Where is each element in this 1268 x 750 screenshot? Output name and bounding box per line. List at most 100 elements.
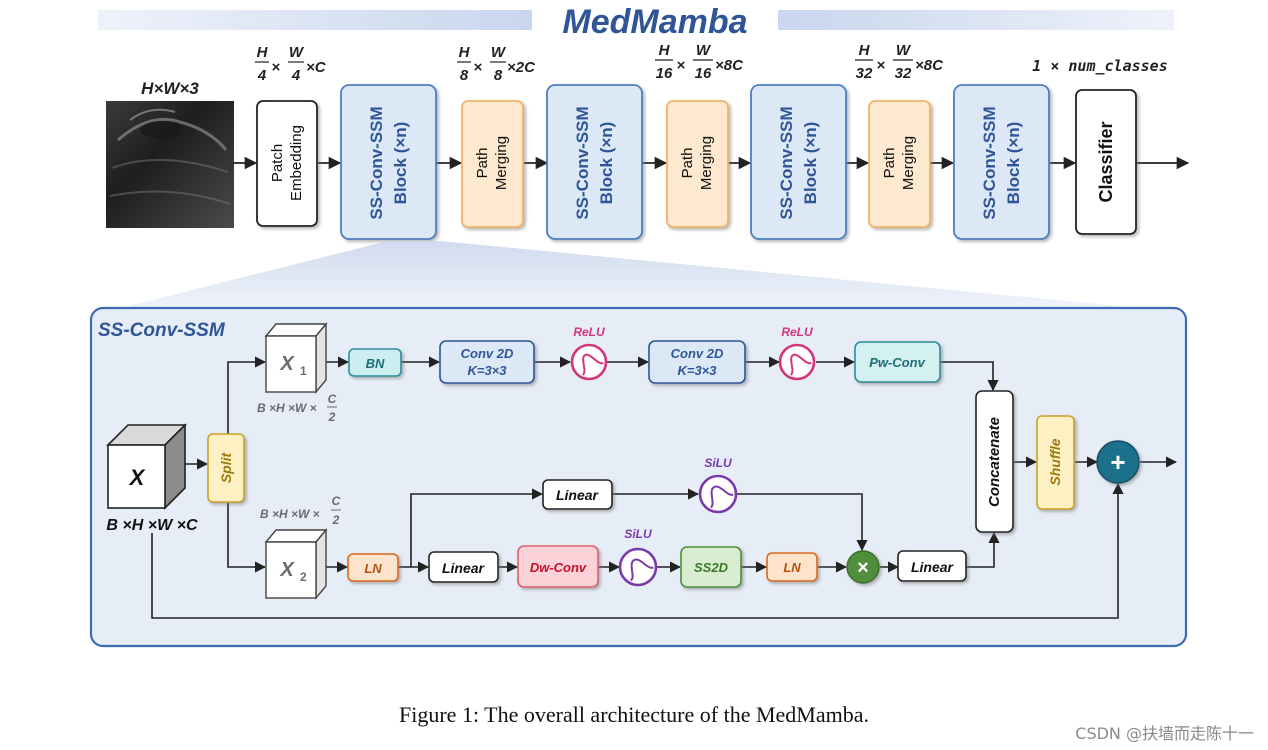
- conv2d-1-kernel: K=3×3: [467, 363, 507, 378]
- x1-dim-label: B ×H ×W × C 2: [257, 392, 337, 424]
- x2-dim-label: B ×H ×W × C 2: [260, 494, 341, 527]
- silu-top-label: SiLU: [704, 456, 732, 470]
- path-merging-2-label-2: Merging: [698, 136, 715, 190]
- ss-block-2-label-2: Block (×n): [597, 122, 616, 205]
- linear-block-mid: Linear: [428, 551, 499, 583]
- ln-block-2: LN: [766, 552, 818, 582]
- detail-panel-title: SS-Conv-SSM: [98, 320, 226, 341]
- conv2d-2-kernel: K=3×3: [677, 363, 717, 378]
- dim-label-4: H 32 × W 32 ×8C: [855, 42, 944, 82]
- dim3-wd: 16: [695, 65, 712, 82]
- ss-block-1-label-1: SS-Conv-SSM: [367, 106, 386, 219]
- path-merging-block-1: Path Merging: [461, 100, 524, 228]
- path-merging-1-label-1: Path: [474, 148, 491, 179]
- relu-1-label: ReLU: [573, 325, 605, 339]
- detail-connections: [151, 356, 1178, 619]
- add-icon: +: [1096, 440, 1140, 484]
- linear-block-out: Linear: [897, 550, 967, 582]
- title-banner-left: [98, 10, 532, 30]
- path-merging-1-label-2: Merging: [493, 136, 510, 190]
- dim1-w: W: [289, 44, 305, 61]
- svg-text:×: ×: [677, 57, 686, 74]
- concatenate-block: Concatenate: [975, 390, 1014, 533]
- dim-label-5: 1 × num_classes: [1032, 57, 1167, 75]
- linear-out-label: Linear: [911, 559, 955, 575]
- silu-mid-label: SiLU: [624, 527, 652, 541]
- ss-conv-ssm-block-1: SS-Conv-SSM Block (×n): [340, 84, 437, 240]
- path-merging-3-label-1: Path: [881, 148, 898, 179]
- conv2d-block-2: Conv 2D K=3×3: [648, 340, 746, 384]
- dim4-hd: 32: [856, 65, 873, 82]
- ss-conv-ssm-detail-panel: [89, 306, 1188, 648]
- ss-block-2-label-1: SS-Conv-SSM: [573, 106, 592, 219]
- ss2d-block: SS2D: [680, 546, 742, 588]
- x2-dim: B ×H ×W ×: [260, 507, 320, 521]
- x1-label: X: [279, 353, 295, 375]
- shuffle-label: Shuffle: [1047, 438, 1063, 485]
- dim1-c: ×C: [306, 59, 327, 76]
- x1-frac-num: C: [328, 392, 337, 406]
- dim1-hd: 4: [257, 67, 267, 84]
- times-symbol: ×: [857, 557, 869, 579]
- linear-block-top: Linear: [542, 479, 613, 510]
- x1-cube: X 1: [264, 322, 328, 394]
- multiply-icon: ×: [846, 550, 880, 584]
- ss-block-3-label-1: SS-Conv-SSM: [777, 106, 796, 219]
- path-merging-block-3: Path Merging: [868, 100, 931, 228]
- ln-block-1: LN: [347, 553, 399, 582]
- patch-embedding-label-1: Patch: [269, 144, 286, 182]
- x2-subscript: 2: [300, 570, 307, 584]
- dw-conv-label: Dw-Conv: [530, 560, 587, 575]
- x-label: X: [128, 465, 146, 490]
- silu-icon-top: [698, 474, 738, 514]
- relu-icon-2: [778, 343, 816, 381]
- plus-symbol: +: [1110, 447, 1125, 477]
- ln-2-label: LN: [783, 560, 801, 575]
- conv2d-2-label: Conv 2D: [671, 346, 724, 361]
- dim4-w: W: [896, 42, 912, 59]
- bn-label: BN: [366, 356, 385, 371]
- shuffle-block: Shuffle: [1036, 415, 1075, 510]
- concatenate-label: Concatenate: [986, 417, 1003, 507]
- patch-embedding-block: Patch Embedding: [256, 100, 318, 227]
- path-merging-block-2: Path Merging: [666, 100, 729, 228]
- input-dim-label: H×W×3: [141, 79, 199, 98]
- conv2d-1-label: Conv 2D: [461, 346, 514, 361]
- dim-label-2: H 8 × W 8 ×2C: [457, 44, 536, 84]
- watermark: CSDN @扶墙而走陈十一: [1075, 724, 1254, 743]
- ss-block-4-label-2: Block (×n): [1004, 122, 1023, 205]
- diagram-title: MedMamba: [562, 3, 747, 41]
- dim1-wd: 4: [291, 67, 301, 84]
- linear-top-label: Linear: [556, 487, 600, 503]
- dw-conv-block: Dw-Conv: [517, 545, 599, 588]
- pw-conv-block: Pw-Conv: [854, 341, 941, 383]
- ultrasound-image: [106, 101, 234, 228]
- ss-block-1-label-2: Block (×n): [391, 122, 410, 205]
- ln-1-label: LN: [364, 561, 382, 576]
- linear-mid-label: Linear: [442, 560, 486, 576]
- dim2-wd: 8: [494, 67, 503, 84]
- dim3-h: H: [659, 42, 671, 59]
- ss-block-3-label-2: Block (×n): [801, 122, 820, 205]
- classifier-label: Classifier: [1096, 121, 1116, 202]
- dim2-c: ×2C: [507, 59, 536, 76]
- dim3-hd: 16: [656, 65, 673, 82]
- ss-block-4-label-1: SS-Conv-SSM: [980, 106, 999, 219]
- dim-label-3: H 16 × W 16 ×8C: [655, 42, 744, 82]
- split-block: Split: [207, 433, 245, 503]
- bn-block: BN: [348, 348, 402, 377]
- ss-conv-ssm-block-4: SS-Conv-SSM Block (×n): [953, 84, 1050, 240]
- x2-frac-den: 2: [332, 513, 340, 527]
- title-banner-right: [778, 10, 1174, 30]
- figure-caption: Figure 1: The overall architecture of th…: [399, 702, 869, 727]
- dim2-h: H: [459, 44, 471, 61]
- svg-text:×: ×: [474, 59, 483, 76]
- relu-icon-1: [570, 343, 608, 381]
- dim2-hd: 8: [460, 67, 469, 84]
- x-input-cube: X: [106, 423, 187, 510]
- silu-icon-mid: [618, 547, 658, 587]
- pw-conv-label: Pw-Conv: [869, 355, 925, 370]
- dim1-h: H: [257, 44, 269, 61]
- ss-conv-ssm-block-3: SS-Conv-SSM Block (×n): [750, 84, 847, 240]
